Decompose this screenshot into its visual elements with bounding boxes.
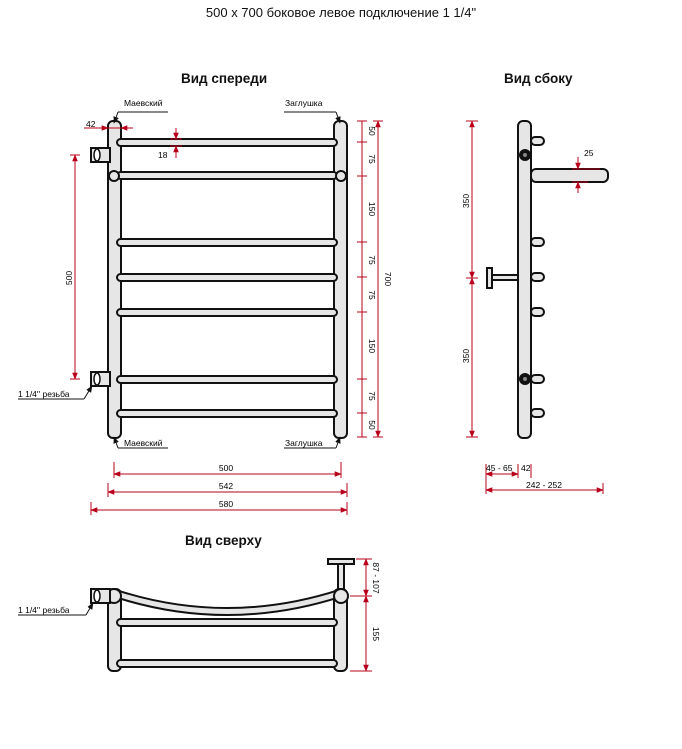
dim-542-label: 542: [219, 481, 233, 491]
thread-top-label: 1 1/4'' резьба: [18, 605, 70, 615]
plug-top-label: Заглушка: [285, 98, 323, 108]
dim-75d-label: 75: [367, 391, 377, 401]
mayevsky-bottom-label: Маевский: [124, 438, 163, 448]
dim-50b-label: 50: [367, 420, 377, 430]
front-view-title: Вид спереди: [181, 71, 268, 86]
dim-side-350: [466, 120, 478, 438]
front-view: Маевский Заглушка Маевский Заглушка 1 1/…: [18, 98, 393, 515]
dim-top-right: [350, 558, 372, 672]
front-inlet-nozzle-bottom: [90, 371, 111, 387]
dim-bottom-widths: [90, 462, 348, 515]
front-joint: [335, 170, 347, 182]
front-rungs: [116, 138, 338, 418]
side-view: 25 350 350 45 - 65 42 242 - 252: [461, 120, 609, 494]
side-riser: [517, 120, 532, 439]
dim-500-width-label: 500: [219, 463, 233, 473]
dim-75a-label: 75: [367, 154, 377, 164]
front-rung: [116, 409, 338, 418]
dim-242-252-label: 242 - 252: [526, 480, 562, 490]
dim-500-vertical: [70, 154, 80, 380]
side-wall-bracket: [486, 267, 519, 289]
dim-18-label: 18: [158, 150, 168, 160]
front-inlet-nozzle-top: [90, 147, 111, 163]
dim-155-label: 155: [371, 627, 381, 641]
front-rung: [116, 308, 338, 317]
side-view-title: Вид сбоку: [504, 71, 573, 86]
dim-700-label: 700: [383, 272, 393, 286]
dim-75c-label: 75: [367, 290, 377, 300]
front-rung: [116, 138, 338, 147]
thread-front-label: 1 1/4'' резьба: [18, 389, 70, 399]
mayevsky-top-label: Маевский: [124, 98, 163, 108]
dim-side-bottom: [485, 464, 604, 494]
dim-50a-label: 50: [367, 126, 377, 136]
dim-42-label: 42: [86, 119, 96, 129]
front-rung: [116, 273, 338, 282]
dim-150a-label: 150: [367, 202, 377, 216]
top-inlet-nozzle: [90, 588, 111, 604]
dim-right-chain: [357, 120, 383, 438]
top-view: 1 1/4'' резьба 87 - 107 155: [18, 558, 381, 672]
dim-45-65-label: 45 - 65: [486, 463, 513, 473]
dim-350-top-label: 350: [461, 194, 471, 208]
dim-500-vertical-label: 500: [64, 271, 74, 285]
dim-75b-label: 75: [367, 255, 377, 265]
top-straight-rungs: [116, 618, 338, 668]
top-right-joint: [333, 588, 349, 604]
front-joint: [108, 170, 120, 182]
dim-580-label: 580: [219, 499, 233, 509]
front-rung: [116, 238, 338, 247]
front-rung: [116, 375, 338, 384]
top-view-title: Вид сверху: [185, 533, 262, 548]
dim-18: [170, 128, 182, 158]
drawing-title: 500 x 700 боковое левое подключение 1 1/…: [205, 5, 477, 20]
dim-350-bottom-label: 350: [461, 349, 471, 363]
dim-25: [572, 157, 600, 193]
dim-25-label: 25: [584, 148, 594, 158]
front-rung: [116, 171, 338, 180]
top-wall-bracket: [327, 558, 355, 590]
side-rung-stubs: [530, 136, 545, 418]
dim-87-107-label: 87 - 107: [371, 562, 381, 593]
side-connection-pipe: [530, 168, 609, 183]
dim-150b-label: 150: [367, 339, 377, 353]
plug-bottom-label: Заглушка: [285, 438, 323, 448]
dim-side-42-label: 42: [521, 463, 531, 473]
